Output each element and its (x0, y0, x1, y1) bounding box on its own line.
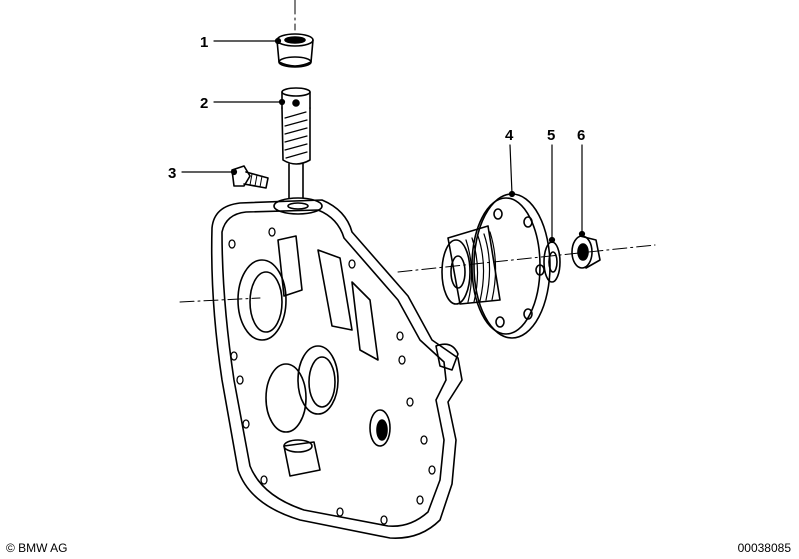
opening-middle-left (265, 363, 307, 433)
flange-hub-body (447, 225, 501, 305)
opening-large-upper (237, 259, 287, 341)
copyright-text: © BMW AG (6, 541, 68, 555)
callout-5: 5 (547, 127, 555, 144)
callout-1: 1 (200, 34, 208, 51)
callout-3: 3 (168, 165, 176, 182)
callout-6: 6 (577, 127, 585, 144)
part-5-washer (543, 241, 561, 283)
opening-lower-right (369, 409, 391, 447)
flange-disc-edge (471, 197, 541, 335)
bushing-inner (284, 36, 306, 44)
opening-middle-right (297, 345, 339, 415)
callout-labels: 1 2 3 4 5 6 (168, 34, 585, 182)
housing-outline (210, 199, 463, 539)
leader-lines (181, 37, 586, 244)
flange-hub-bore (450, 255, 466, 289)
housing-bolt-holes (228, 227, 436, 525)
center-lines (179, 0, 656, 303)
opening-lower-right-inner (376, 419, 388, 441)
housing-mount-ear (435, 343, 459, 371)
housing-cover (210, 197, 463, 539)
shaft-stem (288, 163, 304, 199)
callout-4: 4 (505, 127, 514, 144)
part-6-nut (571, 235, 601, 269)
part-2-gear-shaft (281, 87, 311, 199)
screw-head (231, 165, 251, 187)
horizontal-axis-line-right (397, 244, 656, 273)
horizontal-axis-line-left (179, 297, 261, 303)
housing-inner-rim (221, 209, 447, 528)
shaft-collar-hole (292, 99, 300, 107)
housing-rib-3 (351, 281, 379, 361)
bushing-bottom (278, 56, 312, 68)
flange-hub-threads (465, 231, 497, 303)
flange-holes (493, 208, 545, 328)
leader-4 (509, 144, 513, 195)
callout-2: 2 (200, 95, 208, 112)
housing-cylinder-boss-end (283, 439, 313, 453)
washer-inner (548, 251, 558, 273)
housing-cylinder-boss (283, 441, 321, 477)
shaft-gear-body (281, 107, 311, 165)
housing-rib-1 (277, 235, 303, 297)
shaft-gear-teeth (284, 111, 308, 159)
nut-bore (577, 243, 589, 261)
nut-body (579, 235, 601, 269)
flange-hub-front (441, 239, 471, 305)
housing-shaft-bore (287, 202, 309, 210)
document-number: 00038085 (737, 541, 791, 555)
part-1-bushing (276, 33, 314, 68)
opening-large-upper-inner (249, 271, 283, 333)
housing-shaft-boss (273, 197, 323, 215)
opening-middle-right-inner (308, 356, 336, 408)
shaft-top (281, 87, 311, 97)
screw-thread-lines (249, 173, 263, 188)
housing-rib-2 (317, 249, 353, 331)
part-3-screw (231, 165, 269, 189)
